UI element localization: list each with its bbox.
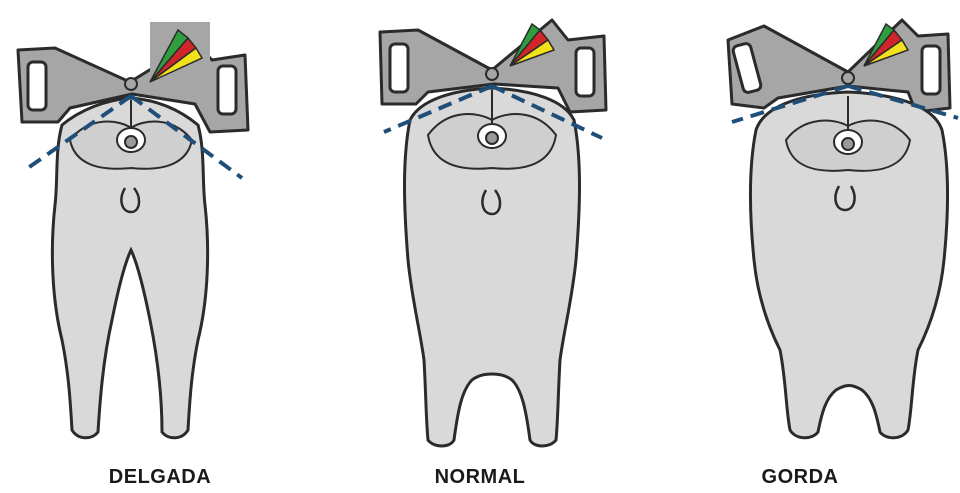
panel-normal: NORMAL bbox=[320, 0, 640, 493]
label-delgada: DELGADA bbox=[0, 466, 320, 489]
panel-fat: GORDA bbox=[640, 0, 960, 493]
label-normal: NORMAL bbox=[320, 466, 640, 489]
panel-thin: DELGADA bbox=[0, 0, 320, 493]
label-gorda: GORDA bbox=[640, 466, 960, 489]
fat-sow-illustration bbox=[640, 0, 960, 493]
thin-sow-illustration bbox=[0, 0, 320, 493]
normal-sow-illustration bbox=[320, 0, 640, 493]
